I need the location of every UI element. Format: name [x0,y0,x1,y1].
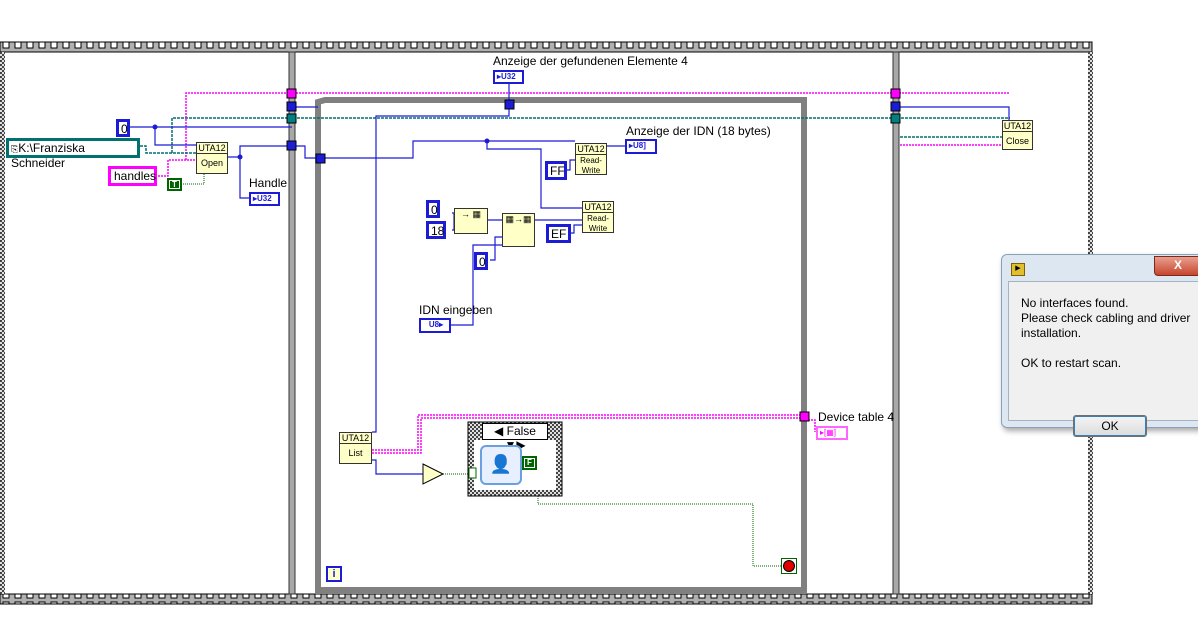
device-table-indicator[interactable]: ▸[▦] [816,426,848,440]
subvi-label: Open [200,158,224,168]
subvi-label: List [348,448,363,458]
uta12-open-subvi[interactable]: UTA12 Open [196,142,228,174]
error-dialog: ▶ X No interfaces found. Please check ca… [1001,254,1198,437]
case-selector-dropdown[interactable]: ◀ False ▼▶ [482,423,548,452]
handle-indicator[interactable]: ▸U32 [249,192,280,206]
stop-icon [784,561,794,571]
subvi-label: Read-Write [587,214,609,233]
subvi-header: UTA12 [576,144,606,155]
zero-constant-index[interactable]: 0 [474,252,488,270]
type-label: U8 [428,320,440,329]
loop-iteration-terminal[interactable]: i [326,566,342,582]
dialog-message: No interfaces found. Please check cablin… [1021,296,1190,371]
handle-indicator-label: Handle [249,176,288,190]
pink-wires [155,92,1010,454]
ff-constant[interactable]: FF [545,161,567,180]
subvi-label: Close [1005,136,1029,146]
false-constant[interactable]: F [522,456,537,470]
message-spacer [1021,341,1190,356]
type-label: U32 [257,194,272,203]
subvi-header: UTA12 [197,143,227,154]
green-dotted-wires [183,172,781,567]
dialog-close-button[interactable]: X [1154,256,1198,276]
idn-control-label: IDN eingeben [419,303,493,317]
case-selector-terminal [468,467,477,479]
subvi-header: UTA12 [583,202,613,213]
while-loop [315,97,807,593]
type-label: U32 [501,72,516,81]
subvi-header: UTA12 [340,433,371,444]
next-case-icon[interactable]: ▶ [516,438,526,452]
prev-case-icon[interactable]: ◀ [494,424,504,438]
true-constant[interactable]: T [167,178,182,191]
wire-junctions [152,124,490,160]
device-table-label: Device table 4 [818,410,895,424]
idn-control[interactable]: U8▸ [419,318,451,333]
handles-constant[interactable]: handles [108,166,157,186]
message-line: OK to restart scan. [1021,356,1122,370]
path-constant[interactable]: ⎘K:\Franziska Schneider [6,138,140,170]
idn-indicator[interactable]: ▸U8] [625,139,657,154]
teal-wires [140,117,1010,154]
tunnels [286,88,901,497]
true-value: T [170,181,179,189]
ef-constant[interactable]: EF [546,224,571,243]
message-line: Please check cabling and driver [1021,311,1191,325]
replace-array-subset-icon[interactable]: ▦→▦ [502,213,535,247]
flat-sequence-structure [0,41,1093,605]
type-label: U8 [633,141,644,150]
uta12-readwrite-subvi-1[interactable]: UTA12 Read-Write [575,143,607,175]
elements-indicator[interactable]: ▸U32 [493,70,524,84]
path-icon: ⎘ [11,144,19,154]
eighteen-constant[interactable]: 18 [426,221,446,239]
path-value: K:\Franziska Schneider [11,141,85,170]
elements-indicator-label: Anzeige der gefundenen Elemente 4 [493,54,688,68]
case-selector-value: False [506,424,536,438]
dialog-body: No interfaces found. Please check cablin… [1008,281,1198,437]
idn-indicator-label: Anzeige der IDN (18 bytes) [626,124,771,138]
loop-stop-terminal[interactable] [781,558,797,574]
labview-app-icon: ▶ [1011,263,1025,276]
false-value: F [525,459,534,467]
message-line: installation. [1021,326,1082,340]
zero-constant[interactable]: 0 [116,119,130,137]
uta12-list-subvi[interactable]: UTA12 List [339,432,372,464]
zero-constant-start[interactable]: 0 [426,200,440,218]
subvi-header: UTA12 [1003,121,1032,132]
subvi-label: Read-Write [580,156,602,175]
uta12-close-subvi[interactable]: UTA12 Close [1002,120,1033,150]
ok-button[interactable]: OK [1073,415,1147,437]
greater-than-zero-icon [422,463,445,485]
message-line: No interfaces found. [1021,296,1129,310]
initialize-array-icon[interactable]: → ▦ [454,208,488,234]
uta12-readwrite-subvi-2[interactable]: UTA12 Read-Write [582,201,614,233]
dialog-message-subvi-icon[interactable]: 👤 [480,445,522,485]
